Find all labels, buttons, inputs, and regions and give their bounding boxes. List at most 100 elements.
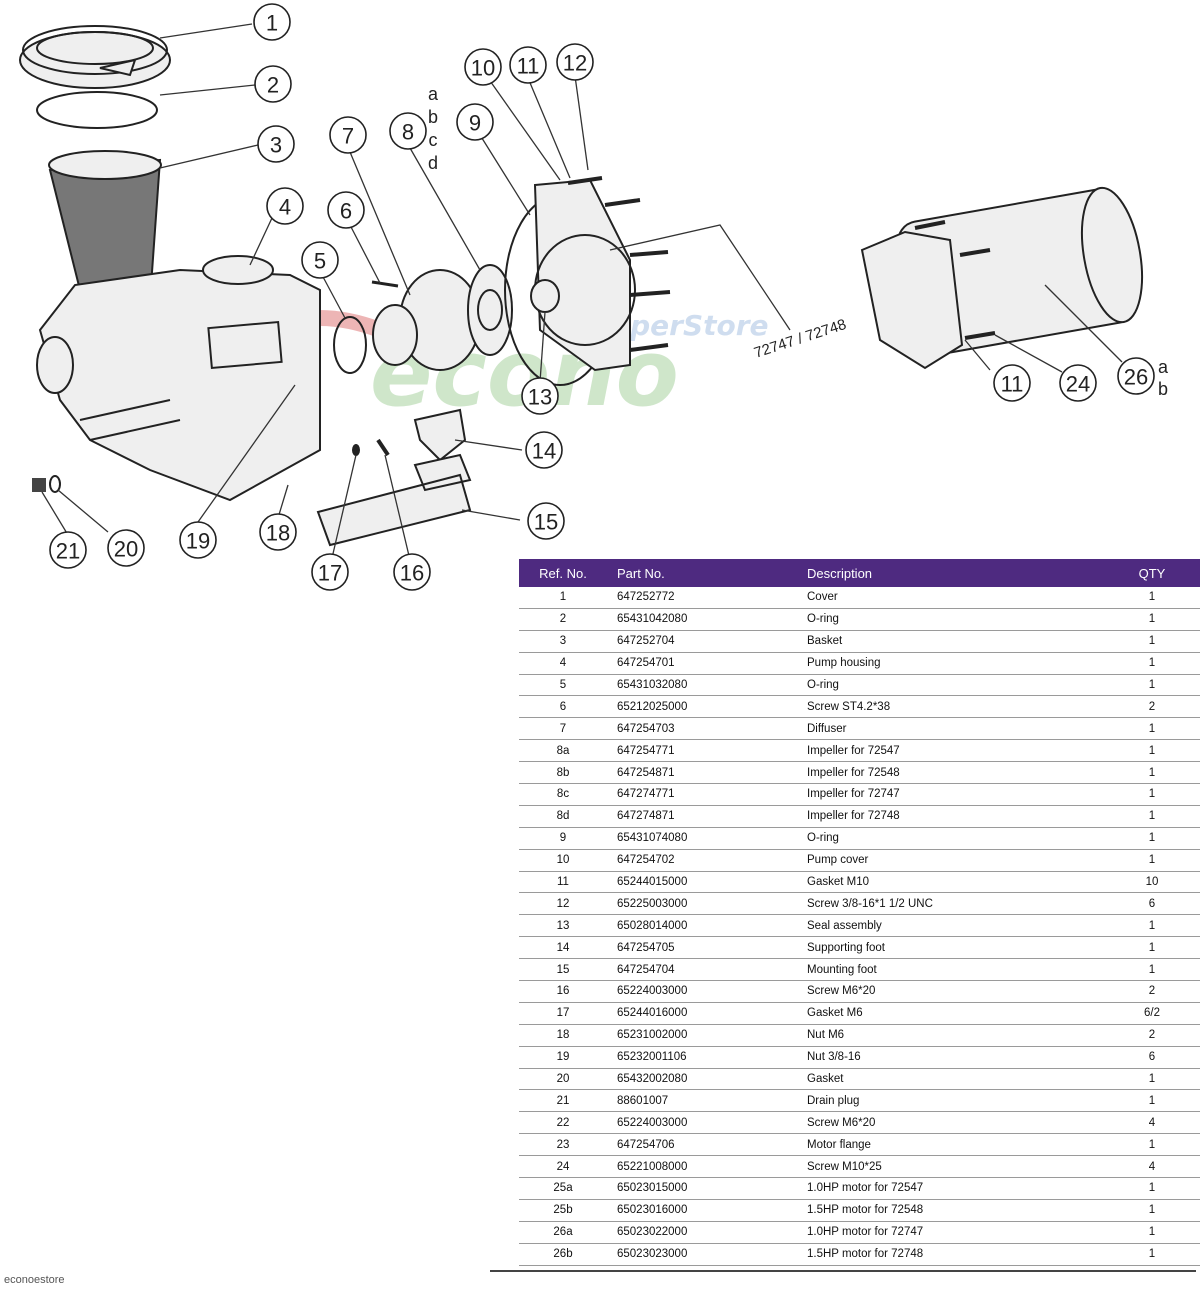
cell-ref-no: 25a	[519, 1177, 607, 1200]
cell-part-no: 65431032080	[607, 674, 795, 697]
cell-description: Screw M6*20	[795, 980, 1093, 1003]
cell-ref-no: 15	[519, 958, 607, 982]
callout-20: 20	[107, 529, 145, 567]
callout-circle	[456, 103, 494, 141]
cell-description: 1.5HP motor for 72748	[795, 1243, 1093, 1266]
part-motor	[860, 186, 1143, 370]
cell-description: Pump housing	[795, 652, 1093, 675]
cell-part-no: 65023023000	[607, 1243, 795, 1266]
cell-part-no: 65431074080	[607, 827, 795, 850]
callout-number: 9	[469, 111, 481, 136]
cell-description: Cover	[795, 587, 1093, 609]
cell-qty: 1	[1093, 739, 1200, 763]
cell-part-no: 647254771	[607, 739, 795, 763]
part-oring-2	[36, 91, 158, 129]
callout-number: 8	[402, 120, 414, 145]
cell-description: Screw M10*25	[795, 1155, 1093, 1179]
callout-1: 1	[253, 3, 291, 41]
cell-part-no: 647254702	[607, 849, 795, 872]
callout-13: 13	[521, 377, 559, 415]
callout-circle	[1117, 357, 1155, 395]
cell-qty: 1	[1093, 1068, 1200, 1091]
cell-qty: 2	[1093, 695, 1200, 719]
cell-qty: 1	[1093, 1199, 1200, 1222]
part-oring-5	[333, 316, 367, 374]
callout-number: 26	[1124, 365, 1148, 390]
cell-part-no: 65023022000	[607, 1221, 795, 1244]
callout-circle	[389, 112, 427, 150]
cell-part-no: 65023016000	[607, 1199, 795, 1222]
cell-ref-no: 8b	[519, 761, 607, 785]
cell-ref-no: 18	[519, 1024, 607, 1047]
cell-qty: 1	[1093, 1177, 1200, 1200]
callout-2: 2	[254, 65, 292, 103]
cell-qty: 1	[1093, 827, 1200, 850]
part-pump-cover	[530, 178, 636, 372]
part-drain-plug	[32, 475, 61, 493]
cell-part-no: 647254703	[607, 717, 795, 741]
cell-part-no: 647252704	[607, 630, 795, 653]
cell-ref-no: 8c	[519, 783, 607, 806]
callout-number: 11	[1001, 372, 1024, 397]
callout-7: 7	[329, 116, 367, 154]
cell-qty: 1	[1093, 914, 1200, 938]
cell-part-no: 647254704	[607, 958, 795, 982]
cell-description: 1.0HP motor for 72547	[795, 1177, 1093, 1200]
table-bottom-rule	[490, 1270, 1196, 1272]
callout-circle	[257, 125, 295, 163]
callout-17: 17	[311, 553, 349, 591]
cell-description: Screw ST4.2*38	[795, 695, 1093, 719]
cell-description: 1.0HP motor for 72747	[795, 1221, 1093, 1244]
callout-3: 3	[257, 125, 295, 163]
part-cover	[19, 25, 171, 89]
variant-26-letter: b	[1158, 379, 1168, 399]
cell-ref-no: 16	[519, 980, 607, 1003]
header-qty: QTY	[1093, 559, 1200, 587]
callout-number: 3	[270, 133, 282, 158]
callout-circle	[556, 43, 594, 81]
cell-qty: 6	[1093, 1046, 1200, 1069]
callout-4: 4	[266, 187, 304, 225]
store-footer: econoestore	[4, 1274, 65, 1286]
callout-number: 15	[534, 510, 558, 535]
callout-number: 6	[340, 199, 352, 224]
cell-description: Diffuser	[795, 717, 1093, 741]
cell-qty: 1	[1093, 652, 1200, 675]
cell-part-no: 65431042080	[607, 608, 795, 631]
callout-9: 9	[456, 103, 494, 141]
callout-11: 11	[509, 46, 547, 84]
callout-6: 6	[327, 191, 365, 229]
cell-ref-no: 25b	[519, 1199, 607, 1222]
cell-part-no: 647254701	[607, 652, 795, 675]
cell-ref-no: 6	[519, 695, 607, 719]
callout-number: 1	[266, 11, 278, 36]
cell-part-no: 65244016000	[607, 1002, 795, 1025]
cell-description: O-ring	[795, 674, 1093, 697]
exploded-parts-diagram: econo SuperStore	[19, 3, 1169, 591]
callout-circle	[254, 65, 292, 103]
callout-circle	[1059, 364, 1097, 402]
cell-qty: 4	[1093, 1155, 1200, 1179]
cell-ref-no: 11	[519, 871, 607, 894]
callout-number: 14	[532, 439, 556, 464]
cell-qty: 1	[1093, 849, 1200, 872]
callout-23: 24	[1059, 364, 1097, 402]
part-supporting-foot	[413, 408, 467, 462]
cell-ref-no: 2	[519, 608, 607, 631]
callout-15: 15	[527, 502, 565, 540]
cell-ref-no: 13	[519, 914, 607, 938]
cell-ref-no: 10	[519, 849, 607, 872]
